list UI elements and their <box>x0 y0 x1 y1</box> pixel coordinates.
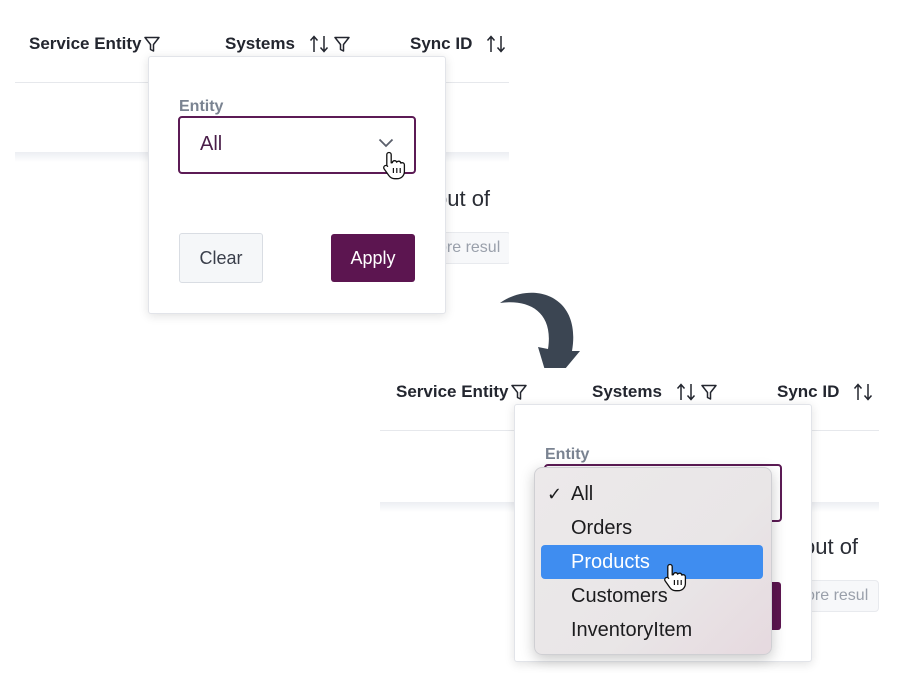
filter-icon[interactable] <box>511 384 528 401</box>
column-sync-id-label: Sync ID <box>777 382 840 401</box>
column-systems-label: Systems <box>592 382 662 401</box>
clear-button[interactable]: Clear <box>179 233 263 283</box>
entity-field-label: Entity <box>179 98 224 115</box>
column-sync-id[interactable]: Sync ID <box>410 34 508 54</box>
dropdown-option-customers[interactable]: Customers <box>541 579 763 613</box>
column-systems[interactable]: Systems <box>225 34 350 54</box>
column-sync-id[interactable]: Sync ID <box>777 382 875 402</box>
table-header: Service Entity Systems Sync ID <box>15 20 509 83</box>
filter-icon[interactable] <box>701 384 717 401</box>
screenshot-after: Service Entity Systems Sync ID out of or… <box>380 368 879 688</box>
sort-icon[interactable] <box>309 34 331 54</box>
hand-cursor-icon <box>383 151 406 180</box>
filter-icon[interactable] <box>144 36 161 53</box>
result-count-text: out of <box>803 534 859 559</box>
entity-field-label: Entity <box>545 446 590 463</box>
dropdown-option-all[interactable]: ✓ All <box>541 477 763 511</box>
column-systems-label: Systems <box>225 34 295 53</box>
entity-dropdown-menu: ✓ All Orders Products Customers Inventor… <box>534 467 772 655</box>
dropdown-option-label: Customers <box>571 584 668 607</box>
sort-icon[interactable] <box>486 34 508 54</box>
filter-icon[interactable] <box>334 36 350 53</box>
hand-cursor-icon <box>664 563 687 592</box>
entity-select-value: All <box>200 133 223 155</box>
column-systems[interactable]: Systems <box>592 382 717 402</box>
column-service-entity-label: Service Entity <box>29 34 142 53</box>
column-service-entity[interactable]: Service Entity <box>396 382 528 402</box>
checkmark-icon: ✓ <box>547 483 563 504</box>
sort-icon[interactable] <box>853 382 875 402</box>
dropdown-option-label: Orders <box>571 516 633 539</box>
column-sync-id-label: Sync ID <box>410 34 473 53</box>
column-service-entity[interactable]: Service Entity <box>29 34 161 54</box>
dropdown-option-inventoryitem[interactable]: InventoryItem <box>541 613 763 647</box>
dropdown-option-label: All <box>571 482 594 505</box>
chevron-down-icon <box>378 138 394 148</box>
dropdown-option-orders[interactable]: Orders <box>541 511 763 545</box>
screenshot-before: Service Entity Systems Sync ID out of or… <box>15 20 509 330</box>
column-service-entity-label: Service Entity <box>396 382 509 401</box>
dropdown-option-label: InventoryItem <box>571 618 693 641</box>
curved-arrow-icon <box>500 292 580 387</box>
apply-button[interactable]: Apply <box>331 234 415 282</box>
sort-icon[interactable] <box>676 382 698 402</box>
dropdown-option-products[interactable]: Products <box>541 545 763 579</box>
dropdown-option-label: Products <box>571 550 650 573</box>
filter-popover: Entity All Clear Apply <box>148 56 446 314</box>
entity-select[interactable]: All <box>178 116 416 174</box>
